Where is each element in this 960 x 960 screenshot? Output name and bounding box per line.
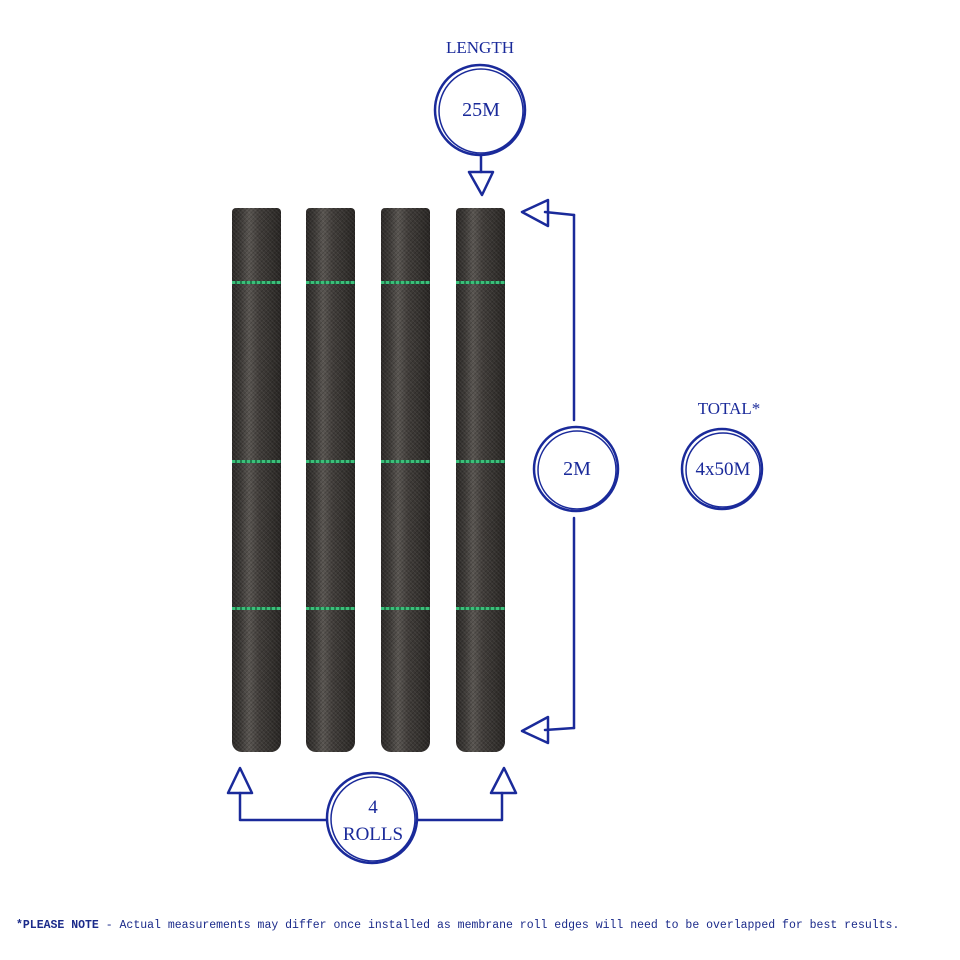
length-value: 25M [462, 99, 500, 121]
arrow-left-bottom-icon [520, 715, 550, 745]
disclaimer-note: *PLEASE NOTE - Actual measurements may d… [16, 918, 946, 933]
green-guide-stripe [381, 281, 430, 284]
total-value: 4x50M [695, 459, 751, 480]
height-dimension-bracket [520, 198, 620, 745]
rolls-dimension-bracket [226, 766, 518, 865]
green-guide-stripe [306, 460, 355, 463]
green-guide-stripe [456, 281, 505, 284]
length-circle-icon [433, 63, 527, 197]
arrow-up-right-icon [489, 766, 518, 795]
rolls-label: ROLLS [342, 824, 404, 845]
note-text: - Actual measurements may differ once in… [98, 919, 900, 932]
green-guide-stripe [232, 460, 281, 463]
green-guide-stripe [381, 607, 430, 610]
green-guide-stripe [232, 281, 281, 284]
arrow-up-left-icon [226, 766, 254, 795]
green-guide-stripe [232, 607, 281, 610]
membrane-roll-1 [232, 208, 281, 752]
arrow-left-top-icon [520, 198, 550, 228]
width-value: 2M [563, 458, 591, 480]
total-circle-icon [680, 427, 764, 511]
note-prefix: *PLEASE NOTE [16, 919, 99, 932]
membrane-roll-2 [306, 208, 355, 752]
green-guide-stripe [456, 607, 505, 610]
length-title: LENGTH [446, 38, 514, 57]
green-guide-stripe [306, 607, 355, 610]
total-title: TOTAL* [697, 399, 761, 418]
membrane-roll-4 [456, 208, 505, 752]
membrane-roll-3 [381, 208, 430, 752]
green-guide-stripe [306, 281, 355, 284]
green-guide-stripe [456, 460, 505, 463]
green-guide-stripe [381, 460, 430, 463]
rolls-count: 4 [368, 797, 378, 818]
